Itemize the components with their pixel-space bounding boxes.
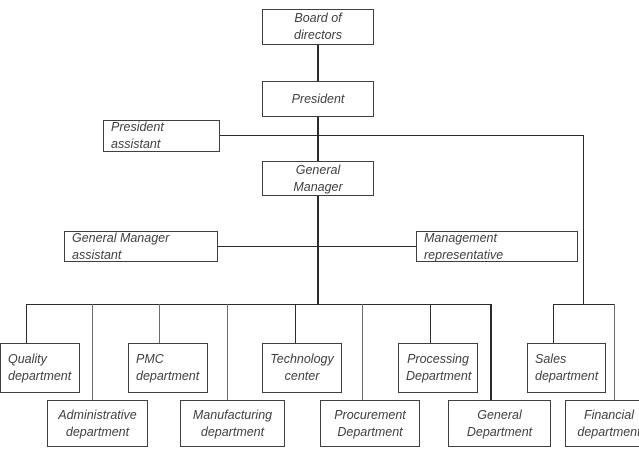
node-label: Sales department <box>535 352 599 383</box>
node-label: Management representative <box>424 230 504 262</box>
connector-president-assistant-bus <box>220 135 583 136</box>
connector-drop-financial <box>614 304 615 400</box>
connector-gm-side-row <box>218 246 416 247</box>
node-label: Manufacturing department <box>192 407 273 439</box>
node-pmc-department[interactable]: PMC department <box>128 343 208 393</box>
node-management-representative[interactable]: Management representative <box>416 231 578 262</box>
node-label: General Department <box>466 407 533 439</box>
node-manufacturing-department[interactable]: Manufacturing department <box>180 400 285 447</box>
node-label: Board of directors <box>294 11 342 42</box>
node-label: Technology center <box>270 352 334 383</box>
connector-drop-processing <box>430 304 431 343</box>
connector-board-to-president <box>317 45 319 83</box>
connector-drop-general-department <box>490 304 492 400</box>
node-processing-department[interactable]: Processing Department <box>398 343 478 393</box>
connector-assistant-right-riser <box>583 135 584 304</box>
node-label: President <box>291 91 345 106</box>
node-label: President assistant <box>111 120 164 151</box>
node-general-manager-assistant[interactable]: General Manager assistant <box>64 231 218 262</box>
node-board-of-directors[interactable]: Board of directors <box>262 9 374 45</box>
node-general-manager[interactable]: General Manager <box>262 161 374 196</box>
connector-president-trunk <box>317 117 319 163</box>
node-general-department[interactable]: General Department <box>448 400 551 447</box>
connector-drop-sales <box>553 304 554 343</box>
node-label: Financial department <box>577 407 639 439</box>
node-procurement-department[interactable]: Procurement Department <box>320 400 420 447</box>
connector-gm-trunk <box>317 196 319 304</box>
node-label: General Manager <box>293 162 343 194</box>
node-label: Procurement Department <box>334 407 406 439</box>
connector-drop-manufacturing <box>227 304 228 400</box>
node-quality-department[interactable]: Quality department <box>0 343 80 393</box>
node-label: PMC department <box>136 352 200 383</box>
node-label: Quality department <box>8 352 72 383</box>
node-administrative-department[interactable]: Administrative department <box>47 400 148 447</box>
node-label: Processing Department <box>406 352 472 383</box>
node-president-assistant[interactable]: President assistant <box>103 120 220 152</box>
node-financial-department[interactable]: Financial department <box>565 400 639 447</box>
connector-department-bus-right <box>553 304 615 305</box>
connector-drop-quality <box>26 304 27 343</box>
node-president[interactable]: President <box>262 81 374 117</box>
node-sales-department[interactable]: Sales department <box>527 343 606 393</box>
connector-department-bus-main <box>26 304 492 305</box>
connector-drop-technology <box>295 304 296 343</box>
node-label: Administrative department <box>58 407 137 439</box>
connector-drop-procurement <box>362 304 363 400</box>
connector-drop-administrative <box>92 304 93 400</box>
node-technology-center[interactable]: Technology center <box>262 343 342 393</box>
connector-drop-pmc <box>159 304 160 343</box>
node-label: General Manager assistant <box>72 230 170 262</box>
